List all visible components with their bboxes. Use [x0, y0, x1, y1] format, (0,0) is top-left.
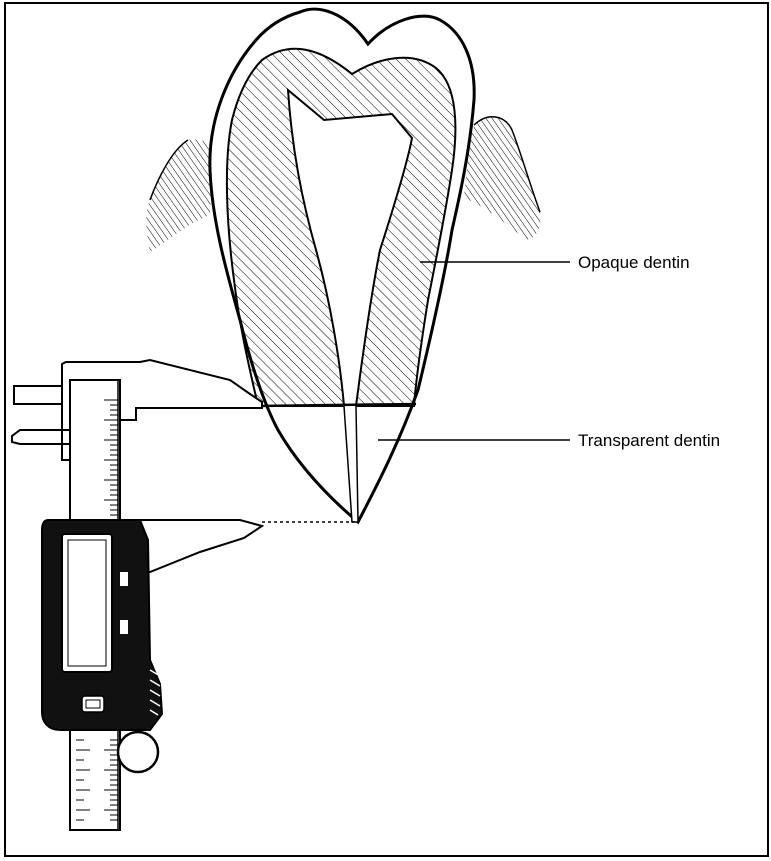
transparent-dentin-label: Transparent dentin: [578, 431, 720, 450]
opaque-dentin-label: Opaque dentin: [578, 253, 690, 272]
tooth-cross-section-icon: [210, 9, 474, 522]
figure-frame: Opaque dentin Transparent dentin: [4, 2, 769, 857]
diagram-canvas: Opaque dentin Transparent dentin: [6, 4, 769, 857]
gingiva-left: [146, 139, 214, 252]
gingiva-right: [464, 117, 540, 240]
digital-caliper-icon: [12, 360, 262, 830]
